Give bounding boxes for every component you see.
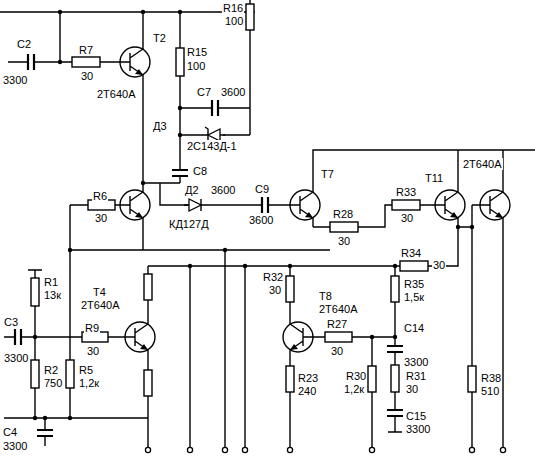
part-label: 1,2к (78, 377, 100, 389)
part-label: C7 (196, 86, 212, 98)
part-label: T4 (92, 286, 107, 298)
part-label: R9 (84, 322, 100, 334)
part-label: T7 (320, 168, 335, 180)
resistor-symbol (66, 360, 74, 388)
part-label: 1,2к (343, 383, 365, 395)
part-label: 3300 (405, 423, 431, 435)
part-label: 3300 (3, 352, 29, 364)
part-label: 2Т640А (318, 303, 359, 315)
resistor-symbols (31, 4, 476, 396)
part-label: 100 (186, 60, 206, 72)
resistor-symbol (391, 365, 399, 392)
part-label: R15 (186, 46, 208, 58)
terminals (145, 447, 505, 452)
part-label: C4 (2, 426, 18, 438)
transistor-symbol (283, 315, 313, 359)
part-label: 13к (43, 289, 62, 301)
resistor-symbol (400, 261, 428, 271)
part-label: 2Т640А (80, 299, 121, 311)
part-label: 30 (268, 284, 282, 296)
part-label: C14 (403, 322, 425, 334)
resistor-symbol (330, 222, 358, 232)
part-label: R1 (43, 276, 59, 288)
resistor-symbol (391, 276, 399, 302)
part-label: 240 (297, 385, 317, 397)
part-label: 30 (330, 345, 344, 357)
diode-symbol (184, 199, 206, 211)
part-label: 2Т640А (96, 88, 137, 100)
part-label: R32 (262, 271, 284, 283)
part-label: 30 (86, 345, 100, 357)
resistor-symbol (368, 366, 376, 392)
part-label: R2 (43, 364, 59, 376)
part-label: 1,5к (403, 291, 425, 303)
transistor-symbol (125, 315, 155, 359)
resistor-symbol (31, 278, 39, 306)
transistor-symbol (290, 183, 320, 227)
junction-dots (33, 10, 474, 420)
part-label: 2Т640А (462, 158, 503, 170)
resistor-symbol (176, 48, 184, 76)
part-label: 30 (337, 235, 351, 247)
part-label: 3300 (2, 440, 28, 452)
part-label: C15 (405, 410, 427, 422)
part-label: R35 (403, 278, 425, 290)
part-label: 3600 (210, 184, 236, 196)
part-label: C3 (3, 316, 19, 328)
part-label: 30 (432, 259, 446, 271)
part-label: R33 (395, 186, 417, 198)
resistor-symbol (72, 57, 100, 67)
resistor-symbol (31, 360, 39, 388)
part-label: R23 (297, 372, 319, 384)
part-label: R38 (480, 372, 502, 384)
part-label: 3600 (248, 214, 274, 226)
part-label: R30 (345, 370, 367, 382)
transistor-symbol (120, 40, 150, 84)
part-label: 750 (43, 377, 63, 389)
part-label: 30 (94, 212, 108, 224)
part-label: C2 (16, 38, 32, 50)
part-label: 3600 (220, 86, 246, 98)
part-label: 510 (480, 385, 500, 397)
part-label: R31 (405, 370, 427, 382)
part-label: R5 (78, 364, 94, 376)
part-label: R27 (326, 318, 348, 330)
transistor-symbol (120, 183, 150, 227)
part-label: 30 (80, 70, 94, 82)
part-label: R6 (92, 190, 108, 202)
part-label: 100 (224, 15, 244, 27)
part-label: C8 (192, 165, 208, 177)
part-label: Д2 (184, 184, 200, 196)
part-label: R34 (400, 247, 422, 259)
resistor-symbol (286, 276, 294, 302)
part-label: T11 (424, 172, 444, 184)
part-label: C9 (254, 183, 270, 195)
resistor-symbol (144, 370, 152, 396)
part-label: R28 (332, 208, 354, 220)
part-label: Д3 (152, 120, 168, 132)
wires (0, 0, 535, 448)
resistor-symbol (286, 366, 294, 392)
part-label: R16 (222, 2, 244, 14)
part-label: 30 (400, 212, 414, 224)
part-label: 2С143Д-1 (186, 140, 238, 152)
transistor-symbol (480, 183, 510, 227)
resistor-symbol (325, 332, 352, 342)
part-label: R7 (78, 44, 94, 56)
transistor-symbol (435, 183, 465, 227)
part-label: 3300 (2, 74, 28, 86)
part-label: T8 (318, 290, 333, 302)
part-label: 3300 (403, 356, 429, 368)
part-label: T2 (152, 32, 167, 44)
capacitor-plates (15, 54, 403, 436)
resistor-symbol (392, 200, 420, 210)
resistor-symbol (144, 274, 152, 300)
part-label: 30 (405, 383, 419, 395)
part-label: КД127Д (168, 218, 210, 230)
resistor-symbol (468, 366, 476, 392)
resistor-symbol (246, 4, 254, 30)
